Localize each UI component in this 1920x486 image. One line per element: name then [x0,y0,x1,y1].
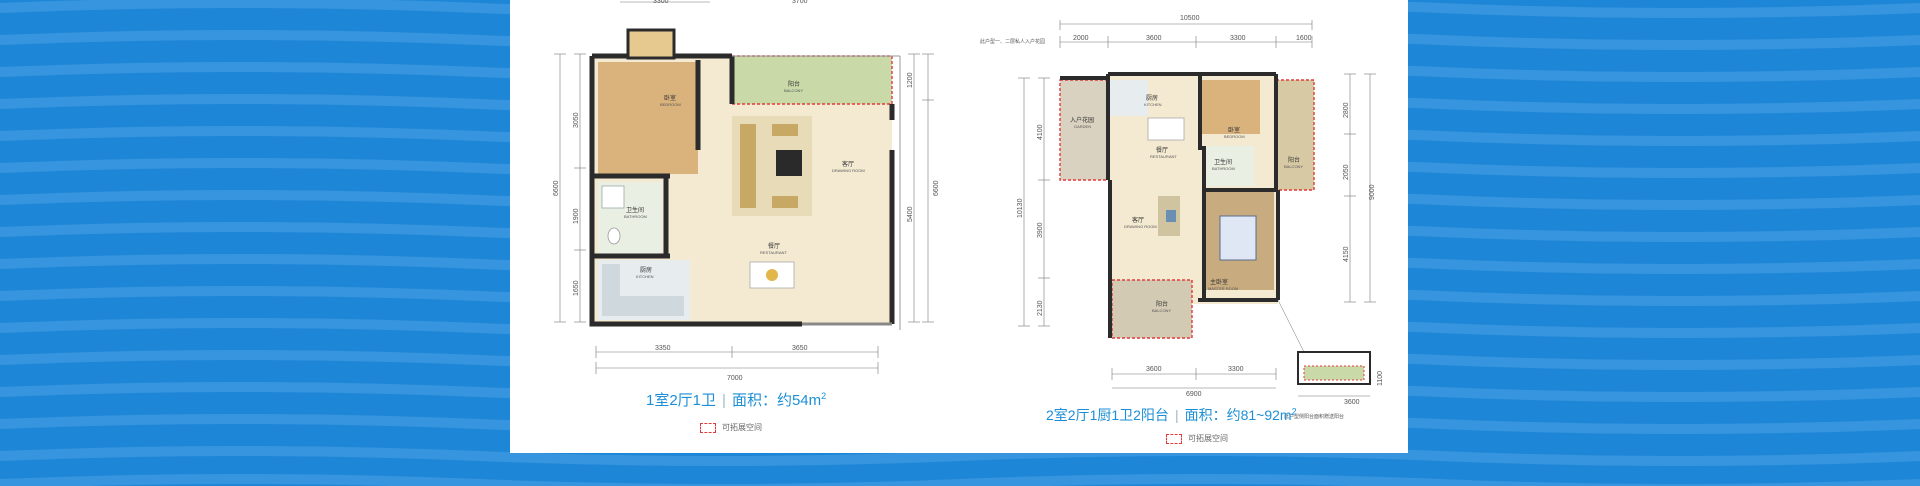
p1-bathroom-en: BATHROOM [624,214,647,219]
plan1-layout: 1室2厅1卫 [646,392,717,409]
p1-dim-left-total: 6600 [553,180,560,196]
p1-restaurant-en: RESTAURANT [760,250,787,255]
plan2-title-divider: | [1174,407,1179,423]
plan2-title: 2室2厅1厨1卫2阳台 | 面积：约81~92m2 [1046,405,1297,425]
p2-garden-label: 入户花园 [1070,116,1094,124]
p2-dim-bottom-2: 3300 [1228,366,1244,373]
p2-garden-en: GARDEN [1074,124,1091,129]
p1-dim-bottom-total: 7000 [727,375,743,380]
p2-bathroom-en: BATHROOM [1212,166,1235,171]
p2-dim-right-total: 9000 [1369,184,1376,200]
p2-master-en: MASTER ROOM [1208,286,1238,291]
p2-bathroom-label: 卫生间 [1214,158,1232,166]
p1-dim-left-2: 1900 [573,208,580,224]
p2-restaurant-en: RESTAURANT [1150,154,1177,159]
plan1-area: 面积：约54m [731,392,822,409]
p2-balcony-en: BALCONY [1152,308,1171,313]
p1-balcony-en: BALCONY [784,88,803,93]
p2-inset-width: 3600 [1344,399,1360,406]
p1-dim-right-1: 1200 [907,72,914,88]
expand-space-swatch [700,423,716,434]
p2-dim-left-2: 3900 [1037,222,1044,238]
p2-kitchen-label: 厨房 [1146,94,1158,102]
p1-dim-right-2: 5400 [907,206,914,222]
p2-bedroom-label: 卧室 [1228,126,1240,134]
plan1-area-sup: 2 [821,391,827,401]
p1-kitchen-label: 厨房 [640,266,652,274]
p2-restaurant-label: 餐厅 [1156,146,1168,154]
p1-bedroom-en: BEDROOM [660,102,681,107]
p2-balcony-label: 阳台 [1156,300,1168,308]
p1-dim-top-1: 3300 [653,0,669,5]
p2-dim-right-2: 2050 [1343,164,1350,180]
p2-dim-top-2: 3600 [1146,35,1162,42]
plan1-title: 1室2厅1卫 | 面积：约54m2 [646,389,826,410]
plan2-layout: 2室2厅1厨1卫2阳台 [1046,407,1169,423]
floorplan-2: 10500 2000 3600 3300 1600 此户型一、二层私人入户花园 … [980,15,1384,420]
expand-space-swatch-2 [1166,434,1182,445]
p1-balcony-label: 阳台 [788,80,800,88]
plan2-area-sup: 2 [1291,406,1297,417]
p1-kitchen-en: KITCHEN [636,274,654,279]
p2-dim-top-total: 10500 [1180,15,1200,22]
p1-dim-top-2: 3700 [792,0,808,5]
p2-dim-right-1: 2800 [1343,102,1350,118]
p2-dim-top-1: 2000 [1073,35,1089,42]
p2-inset-note: 此户型侧阳台面积赠送阳台 [1284,413,1344,420]
p2-dim-left-3: 2130 [1037,300,1044,316]
floorplan-1: 3300 3700 3050 1900 1650 6600 1200 5400 … [553,0,940,380]
p2-master-label: 主卧室 [1210,278,1228,286]
p2-dim-top-3: 3300 [1230,35,1246,42]
p2-kitchen-en: KITCHEN [1144,102,1162,107]
p2-inset-height: 1100 [1377,371,1384,386]
p1-dim-bottom-1: 3350 [655,345,671,352]
p2-living-en: DRAWING ROOM [1124,224,1157,229]
p1-dim-bottom-2: 3650 [792,345,808,352]
p1-bathroom-label: 卫生间 [626,206,644,214]
p1-restaurant-label: 餐厅 [768,242,780,250]
p2-dim-right-3: 4150 [1343,246,1350,262]
plan2-legend-text: 可拓展空间 [1188,434,1228,443]
p2-balcony-top-label: 阳台 [1288,156,1300,164]
p1-dim-left-3: 1650 [573,280,580,296]
p2-dim-left-total: 10130 [1017,198,1024,218]
plan2-area: 面积：约81~92m [1184,407,1292,423]
p1-living-label: 客厅 [842,160,854,168]
p2-bedroom-en: BEDROOM [1224,134,1245,139]
p1-dim-left-1: 3050 [573,112,580,128]
p2-dim-bottom-1: 3600 [1146,366,1162,373]
p2-dim-left-1: 4100 [1037,124,1044,140]
p2-balcony-top-en: BALCONY [1284,164,1303,169]
p2-dim-bottom-total: 6900 [1186,391,1202,398]
p1-dim-right-total: 6600 [933,180,940,196]
p1-bedroom-label: 卧室 [664,94,676,102]
plan2-legend: 可拓展空间 [1166,433,1228,445]
p1-living-en: DRAWING ROOM [832,168,865,173]
p2-top-note: 此户型一、二层私人入户花园 [980,38,1045,45]
plan1-legend-text: 可拓展空间 [722,423,762,432]
plan1-legend: 可拓展空间 [700,422,762,434]
p2-dim-top-4: 1600 [1296,35,1312,42]
p2-living-label: 客厅 [1132,216,1144,224]
plan1-title-divider: | [722,392,726,409]
